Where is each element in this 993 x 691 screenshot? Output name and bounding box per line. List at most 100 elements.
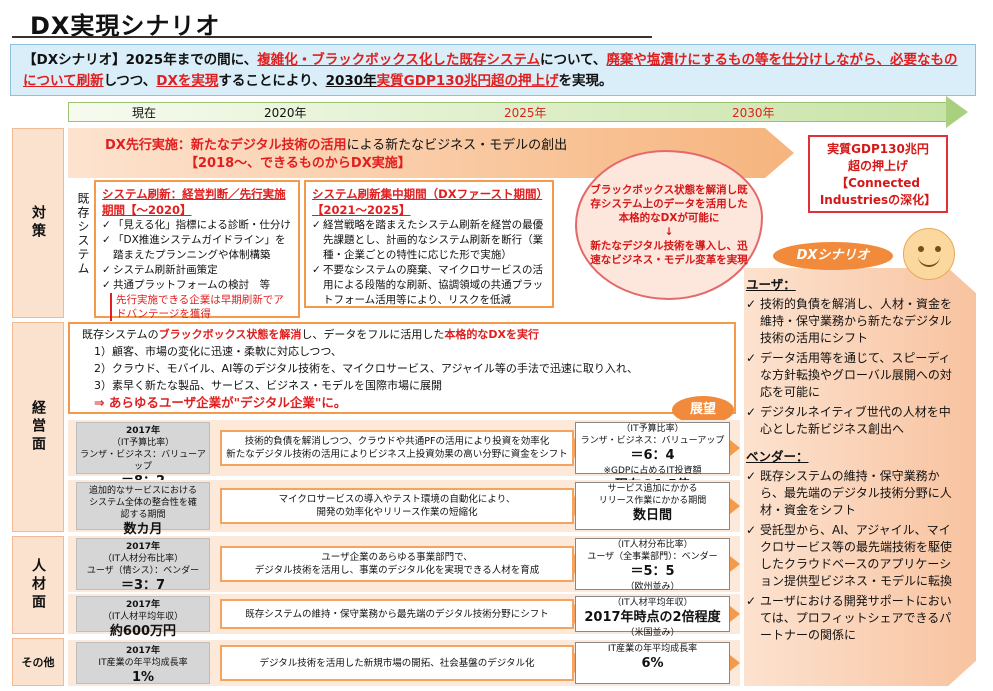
transition-box: 技術的負債を解消しつつ、クラウドや共通PFの活用により投資を効率化新たなデジタル…	[220, 430, 574, 466]
check-icon: ✓	[746, 405, 757, 419]
current-state-line: 数カ月	[123, 522, 163, 537]
summary-part: 実質GDP130兆円超の押上げ	[376, 73, 559, 89]
outlook-tag: 展望	[672, 396, 734, 424]
current-state-box: 追加的なサービスにおけるシステム全体の整合性を確認する期間数カ月	[76, 482, 210, 537]
current-state-line: 2017年	[125, 600, 161, 610]
target-state-box: （IT予算比率） ランザ・ビジネス：バリューアップ ＝6：4 ※GDPに占めるIT投資…	[575, 422, 730, 493]
mgmt-line-1: 既存システムのブラックボックス状態を解消し、データをフルに活用した本格的なDXを…	[82, 328, 539, 341]
cloud-line-2: 新たなデジタル技術を導入し、迅速なビジネス・モデル変革を実現	[590, 240, 748, 266]
target-state-line: （IT予算比率）	[621, 424, 684, 434]
list-item: ✓「DX推進システムガイドライン」を踏まえたプランニングや体制構築	[102, 233, 292, 263]
transition-box: 既存システムの維持・保守業務から最先端のデジタル技術分野にシフト	[220, 599, 574, 629]
target-state-line: （欧州並み）	[625, 582, 680, 592]
section-taisaku: 対策	[12, 128, 64, 318]
current-state-line: 1%	[131, 670, 155, 685]
timeline-now: 現在	[132, 106, 157, 120]
current-state-line: ユーザ（情シス）：ベンダー	[86, 566, 200, 576]
target-state-line: ※GDPに占めるIT投資額	[603, 466, 702, 476]
check-icon: ✓	[312, 264, 321, 276]
cloud-line-1: ブラックボックス状態を解消し既存システム上のデータを活用した本格的なDXが可能に	[590, 184, 748, 224]
list-item-text: 「DX推進システムガイドライン」を踏まえたプランニングや体制構築	[113, 234, 286, 261]
mgmt-line-4: 3）素早く新たな製品、サービス、ビジネス・モデルを国際市場に展開	[94, 379, 442, 392]
current-state-box: 2017年 （IT人材分布比率） ユーザ（情シス）：ベンダー ＝3：7	[76, 538, 210, 593]
target-state-line: （米国並み）	[625, 628, 680, 638]
check-icon: ✓	[102, 219, 111, 231]
target-state-line: サービス追加にかかる	[607, 484, 698, 494]
check-icon: ✓	[312, 219, 321, 231]
list-item-text: 技術的負債を解消し、人材・資金を維持・保守業務から新たなデジタル技術の活用にシフ…	[760, 297, 953, 345]
current-state-line: ＝3：7	[120, 578, 166, 593]
transition-line: 既存システムの維持・保守業務から最先端のデジタル技術分野にシフト	[245, 608, 549, 620]
target-state-line: 6%	[641, 656, 664, 671]
title-underline	[12, 36, 652, 38]
current-state-line: 2017年	[125, 542, 161, 552]
renewal-box-2020: システム刷新：経営判断／先行実施期間【～2020】 ✓「見える化」指標による診断…	[94, 180, 300, 321]
transition-line: ユーザ企業のあらゆる事業部門で、	[321, 552, 473, 563]
current-state-line: （IT人材分布比率）	[102, 554, 184, 564]
check-icon: ✓	[746, 297, 757, 311]
right-arrow-icon	[730, 498, 740, 514]
dx-scenario-panel	[744, 268, 976, 686]
current-state-line: （IT予算比率）	[111, 438, 175, 448]
transition-line: 新たなデジタル技術の活用によりビジネス上投資効果の高い分野に資金をシフト	[226, 449, 568, 460]
target-state-line: 数日間	[632, 508, 672, 523]
right-arrow-icon	[730, 655, 740, 671]
current-state-line: （IT人材平均年収）	[102, 612, 184, 622]
list-item-text: ユーザにおける開発サポートにおいては、プロフィットシェアできるパートナーの関係に	[760, 594, 952, 642]
transition-line: 開発の効率化やリリース作業の短縮化	[316, 507, 478, 518]
list-item: ✓データ活用等を通じて、スピーディな方針転換やグローバル展開への対応を可能に	[746, 350, 958, 401]
current-state-line: システム全体の整合性を確	[89, 498, 197, 508]
transition-line: マイクロサービスの導入やテスト環境の自動化により、	[278, 494, 516, 505]
check-icon: ✓	[746, 351, 757, 365]
transition-box: ユーザ企業のあらゆる事業部門で、デジタル技術を活用し、事業のデジタル化を実現でき…	[220, 546, 574, 582]
list-item-text: データ活用等を通じて、スピーディな方針転換やグローバル展開への対応を可能に	[760, 351, 952, 399]
scenario-text: ユーザ： ✓技術的負債を解消し、人材・資金を維持・保守業務から新たなデジタル技術…	[746, 272, 958, 644]
list-item: ✓既存システムの維持・保守業務から、最先端のデジタル技術分野に人材・資金をシフト	[746, 468, 958, 519]
summary-part: 廃棄や塩漬けにするもの等を仕分けしながら、必要なものについて刷新	[23, 52, 958, 89]
smiley-face-icon	[903, 228, 955, 280]
target-state-line: （IT人材分布比率）	[612, 540, 693, 550]
timeline-2030: 2030年	[732, 106, 775, 120]
check-icon: ✓	[746, 594, 757, 608]
target-state-box: （IT人材分布比率）ユーザ（全事業部門）：ベンダー＝5：5（欧州並み）	[575, 538, 730, 592]
list-item: ✓不要なシステムの廃棄、マイクロサービスの活用による段階的な刷新、協調領域の共通…	[312, 263, 546, 308]
vendor-heading: ベンダー：	[746, 449, 809, 464]
transition-line: デジタル技術を活用し、事業のデジタル化を実現できる人材を育成	[254, 565, 540, 576]
summary-banner: 【DXシナリオ】2025年までの間に、複雑化・ブラックボックス化した既存システム…	[10, 44, 976, 96]
user-list: ✓技術的負債を解消し、人材・資金を維持・保守業務から新たなデジタル技術の活用にシ…	[746, 296, 958, 438]
current-state-line: ランザ・ビジネス：バリューアップ	[80, 450, 206, 472]
current-state-line: 2017年	[125, 646, 161, 656]
summary-part: 2030年	[325, 73, 377, 89]
right-arrow-icon	[730, 440, 740, 456]
mgmt-line-2: 1）顧客、市場の変化に迅速・柔軟に対応しつつ、	[94, 345, 342, 358]
timeline-2025: 2025年	[504, 106, 547, 120]
list-item-text: デジタルネイティブ世代の人材を中心とした新ビジネス創出へ	[760, 405, 951, 436]
check-icon: ✓	[746, 523, 757, 537]
target-state-line: （IT人材平均年収）	[612, 598, 693, 608]
list-item: ✓経営戦略を踏まえたシステム刷新を経営の最優先課題とし、計画的なシステム刷新を断…	[312, 218, 546, 263]
check-icon: ✓	[102, 264, 111, 276]
section-jinzai: 人材面	[12, 536, 64, 634]
summary-part: DXを実現	[156, 73, 219, 89]
summary-part: について、	[540, 52, 607, 68]
box1-items: ✓「見える化」指標による診断・仕分け✓「DX推進システムガイドライン」を踏まえた…	[102, 218, 292, 293]
list-item-text: 不要なシステムの廃棄、マイクロサービスの活用による段階的な刷新、協調領域の共通プ…	[323, 264, 544, 306]
management-text: 既存システムのブラックボックス状態を解消し、データをフルに活用した本格的なDXを…	[82, 326, 638, 411]
target-state-line: リリース作業にかかる期間	[598, 496, 707, 506]
box2-items: ✓経営戦略を踏まえたシステム刷新を経営の最優先課題とし、計画的なシステム刷新を断…	[312, 218, 546, 308]
target-state-line: 2017年時点の2倍程度	[584, 610, 721, 625]
right-arrow-icon	[730, 606, 740, 622]
target-state-line: ＝6：4	[630, 448, 675, 463]
user-heading: ユーザ：	[746, 277, 796, 292]
summary-part: 【DXシナリオ】2025年までの間に、	[23, 52, 258, 68]
transition-line: 技術的負債を解消しつつ、クラウドや共通PFの活用により投資を効率化	[244, 436, 550, 447]
band-line-1: DX先行実施：新たなデジタル技術の活用による新たなビジネス・モデルの創出	[105, 138, 568, 153]
kison-system-label: 既存システム	[76, 192, 90, 276]
list-item: ✓「見える化」指標による診断・仕分け	[102, 218, 292, 233]
target-state-line: ランザ・ビジネス：バリューアップ	[580, 436, 725, 446]
list-item-text: システム刷新計画策定	[113, 264, 218, 276]
check-icon: ✓	[746, 469, 757, 483]
